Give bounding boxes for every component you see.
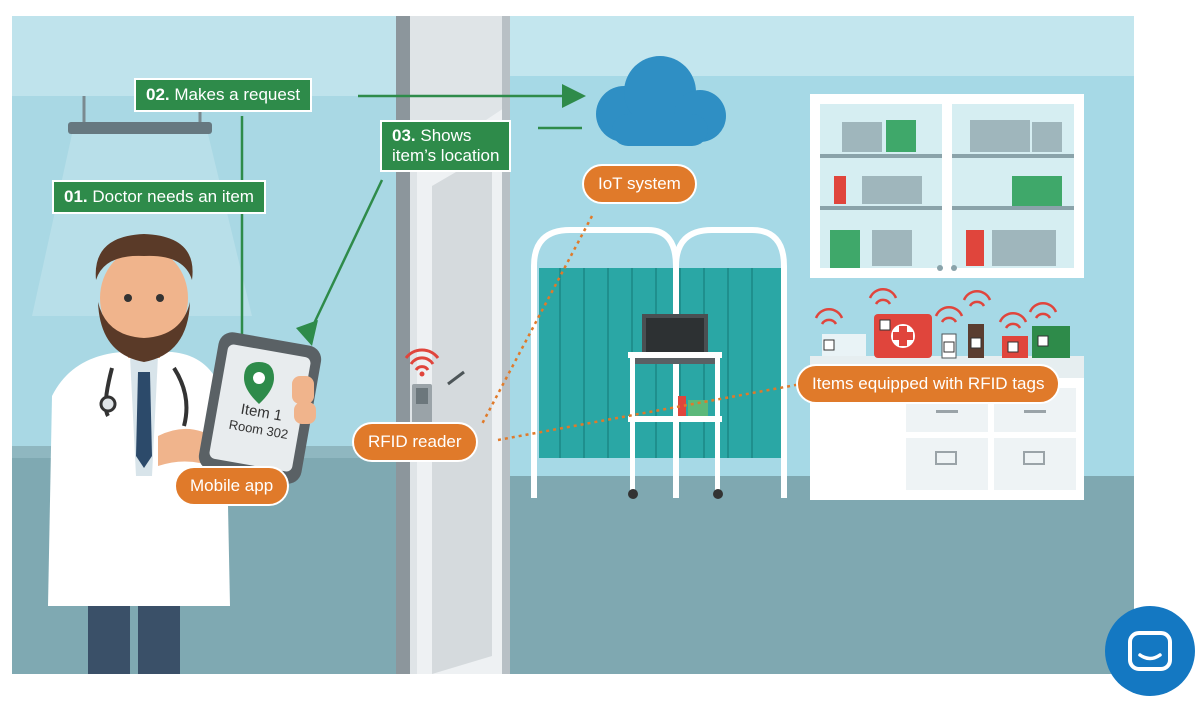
arrowheads [296,84,586,346]
rfid-reader-pill: RFID reader [352,422,478,462]
step-1-number: 01. [64,187,88,206]
wifi-signal-icon [404,348,440,377]
doctor-figure [48,234,230,674]
step-2-text: Makes a request [174,85,301,104]
tablet-device [198,332,322,484]
flow-connectors [240,94,582,342]
step-2-number: 02. [146,85,170,104]
medicine-cabinet [810,94,1084,278]
medical-cart [628,314,723,499]
step-3-label: 03. Shows item’s location [380,120,512,172]
rfid-reader-device [412,370,465,430]
step-2-label: 02. Makes a request [134,78,313,112]
chat-icon [1128,631,1172,671]
step-3-text-line1: Shows [420,126,472,145]
rfid-tags-pill: Items equipped with RFID tags [796,364,1061,404]
location-pin-icon [244,362,274,404]
cloud-icon [596,56,726,146]
ceiling-lamp [32,96,252,316]
illustration-scene: Item 1 Room 302 01. Doctor needs an item… [12,16,1134,674]
doorway [396,16,510,674]
step-3-text-line2: item’s location [392,146,500,165]
chat-launcher-button[interactable] [1105,606,1195,696]
step-1-label: 01. Doctor needs an item [52,180,266,214]
step-3-number: 03. [392,126,416,145]
step-1-text: Doctor needs an item [92,187,254,206]
iot-system-pill: IoT system [582,164,697,204]
dotted-links [480,215,813,442]
mobile-app-pill: Mobile app [174,466,290,506]
privacy-screen [531,227,787,498]
scene-artwork [12,16,1134,674]
